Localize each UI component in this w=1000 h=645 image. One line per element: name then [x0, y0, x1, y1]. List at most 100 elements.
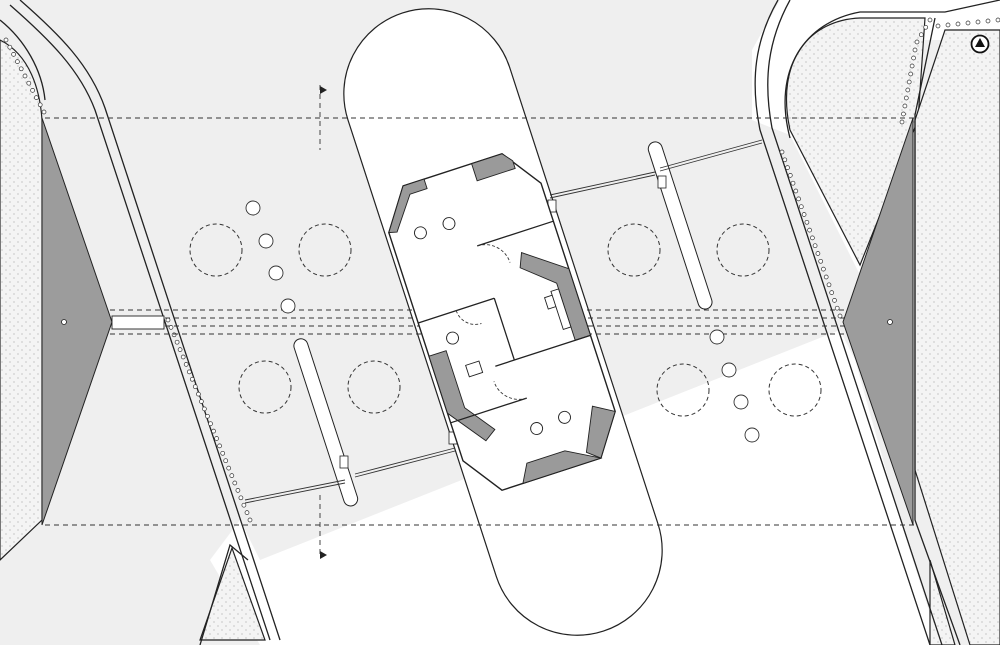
small-tree	[709, 329, 725, 345]
bollard	[955, 21, 961, 27]
bollard	[229, 473, 235, 478]
bollard	[918, 32, 924, 38]
bollard	[823, 274, 829, 280]
bollard	[15, 59, 20, 64]
bollard	[815, 251, 821, 256]
bollard	[177, 347, 183, 352]
bollard	[912, 47, 918, 53]
tree-pit	[768, 363, 822, 417]
planting-bed-bottom-left	[199, 546, 266, 641]
cable-rail	[659, 142, 763, 172]
bollard	[807, 227, 812, 233]
street-edge-right-far	[914, 17, 961, 645]
bollard	[804, 219, 810, 225]
planting-bed-top-left	[0, 39, 43, 561]
bollard	[965, 20, 971, 26]
bollard	[41, 109, 47, 115]
bollard	[247, 517, 253, 523]
bollard	[796, 196, 801, 202]
small-tree	[744, 427, 760, 443]
section-arrow-icon	[320, 86, 327, 94]
bollard	[241, 502, 247, 508]
cable-rail	[549, 171, 656, 196]
small-tree	[721, 362, 737, 378]
bollard	[995, 17, 1000, 23]
small-tree	[245, 200, 261, 216]
bollard	[183, 362, 189, 367]
bollard	[186, 369, 192, 375]
bollard	[34, 95, 39, 100]
street-edge-left-inner	[19, 0, 281, 641]
bollard	[214, 436, 219, 441]
bollard	[3, 37, 9, 43]
street-edge-left-outer	[9, 4, 271, 641]
section-marker-bottom	[319, 495, 327, 559]
door-swing	[455, 310, 482, 325]
pavilion-wall	[388, 178, 428, 234]
pier-right	[842, 117, 914, 526]
bollard	[779, 149, 785, 155]
bollard	[903, 95, 909, 101]
bollard	[26, 80, 32, 86]
bollard	[787, 173, 793, 178]
planting-bed-bottom-right	[929, 559, 956, 645]
cable-rail	[354, 450, 456, 478]
bollard	[7, 44, 13, 50]
cable-rail	[244, 482, 346, 504]
bollard	[914, 39, 920, 45]
bollard	[30, 88, 35, 93]
toilet-fixture	[558, 410, 571, 424]
sink-fixture	[465, 360, 484, 378]
bollard	[793, 188, 799, 194]
planting-bed-top-right	[785, 17, 926, 267]
bollard	[189, 376, 195, 382]
pavilion-wall	[585, 405, 616, 459]
bollard	[908, 71, 914, 77]
rail-post	[339, 455, 349, 469]
bollard	[798, 204, 804, 210]
bollard	[909, 63, 915, 69]
bollard	[829, 290, 835, 295]
pavilion-wall	[471, 153, 516, 182]
bollard	[11, 52, 16, 57]
bollard	[782, 157, 788, 163]
toilet-fixture	[530, 422, 544, 435]
bollard	[812, 243, 818, 249]
street-edge-left-far	[0, 19, 46, 101]
pier-left	[41, 117, 113, 526]
bollard	[180, 354, 186, 360]
small-tree	[733, 394, 749, 410]
tree-pit	[656, 363, 710, 417]
door-swing	[477, 244, 511, 263]
bollard	[975, 19, 981, 25]
toilet-fixture	[442, 217, 456, 231]
bollard	[205, 413, 210, 419]
bollard	[826, 282, 832, 288]
bollard	[244, 510, 250, 515]
rail-post	[657, 175, 667, 189]
toilet-fixture	[446, 331, 459, 345]
pavilion-building	[388, 152, 616, 492]
bollard	[171, 332, 177, 338]
tree-pit	[607, 223, 661, 277]
bollard	[927, 17, 933, 23]
bollard	[232, 480, 238, 486]
bollard	[208, 421, 213, 427]
north-arrow-icon	[970, 34, 990, 54]
bollard	[901, 111, 906, 117]
bollard	[785, 165, 790, 170]
tree-pit	[189, 223, 243, 277]
cable-rail	[549, 174, 656, 199]
partition	[477, 220, 554, 247]
bollard	[22, 73, 28, 79]
partition	[495, 334, 591, 367]
street-edge-right-top	[784, 0, 1000, 139]
partition	[493, 298, 515, 361]
bollard	[834, 305, 840, 311]
bollard	[818, 258, 824, 264]
partition	[450, 397, 527, 424]
bollard	[37, 102, 43, 108]
bollard	[220, 450, 226, 456]
bollard	[18, 66, 24, 72]
